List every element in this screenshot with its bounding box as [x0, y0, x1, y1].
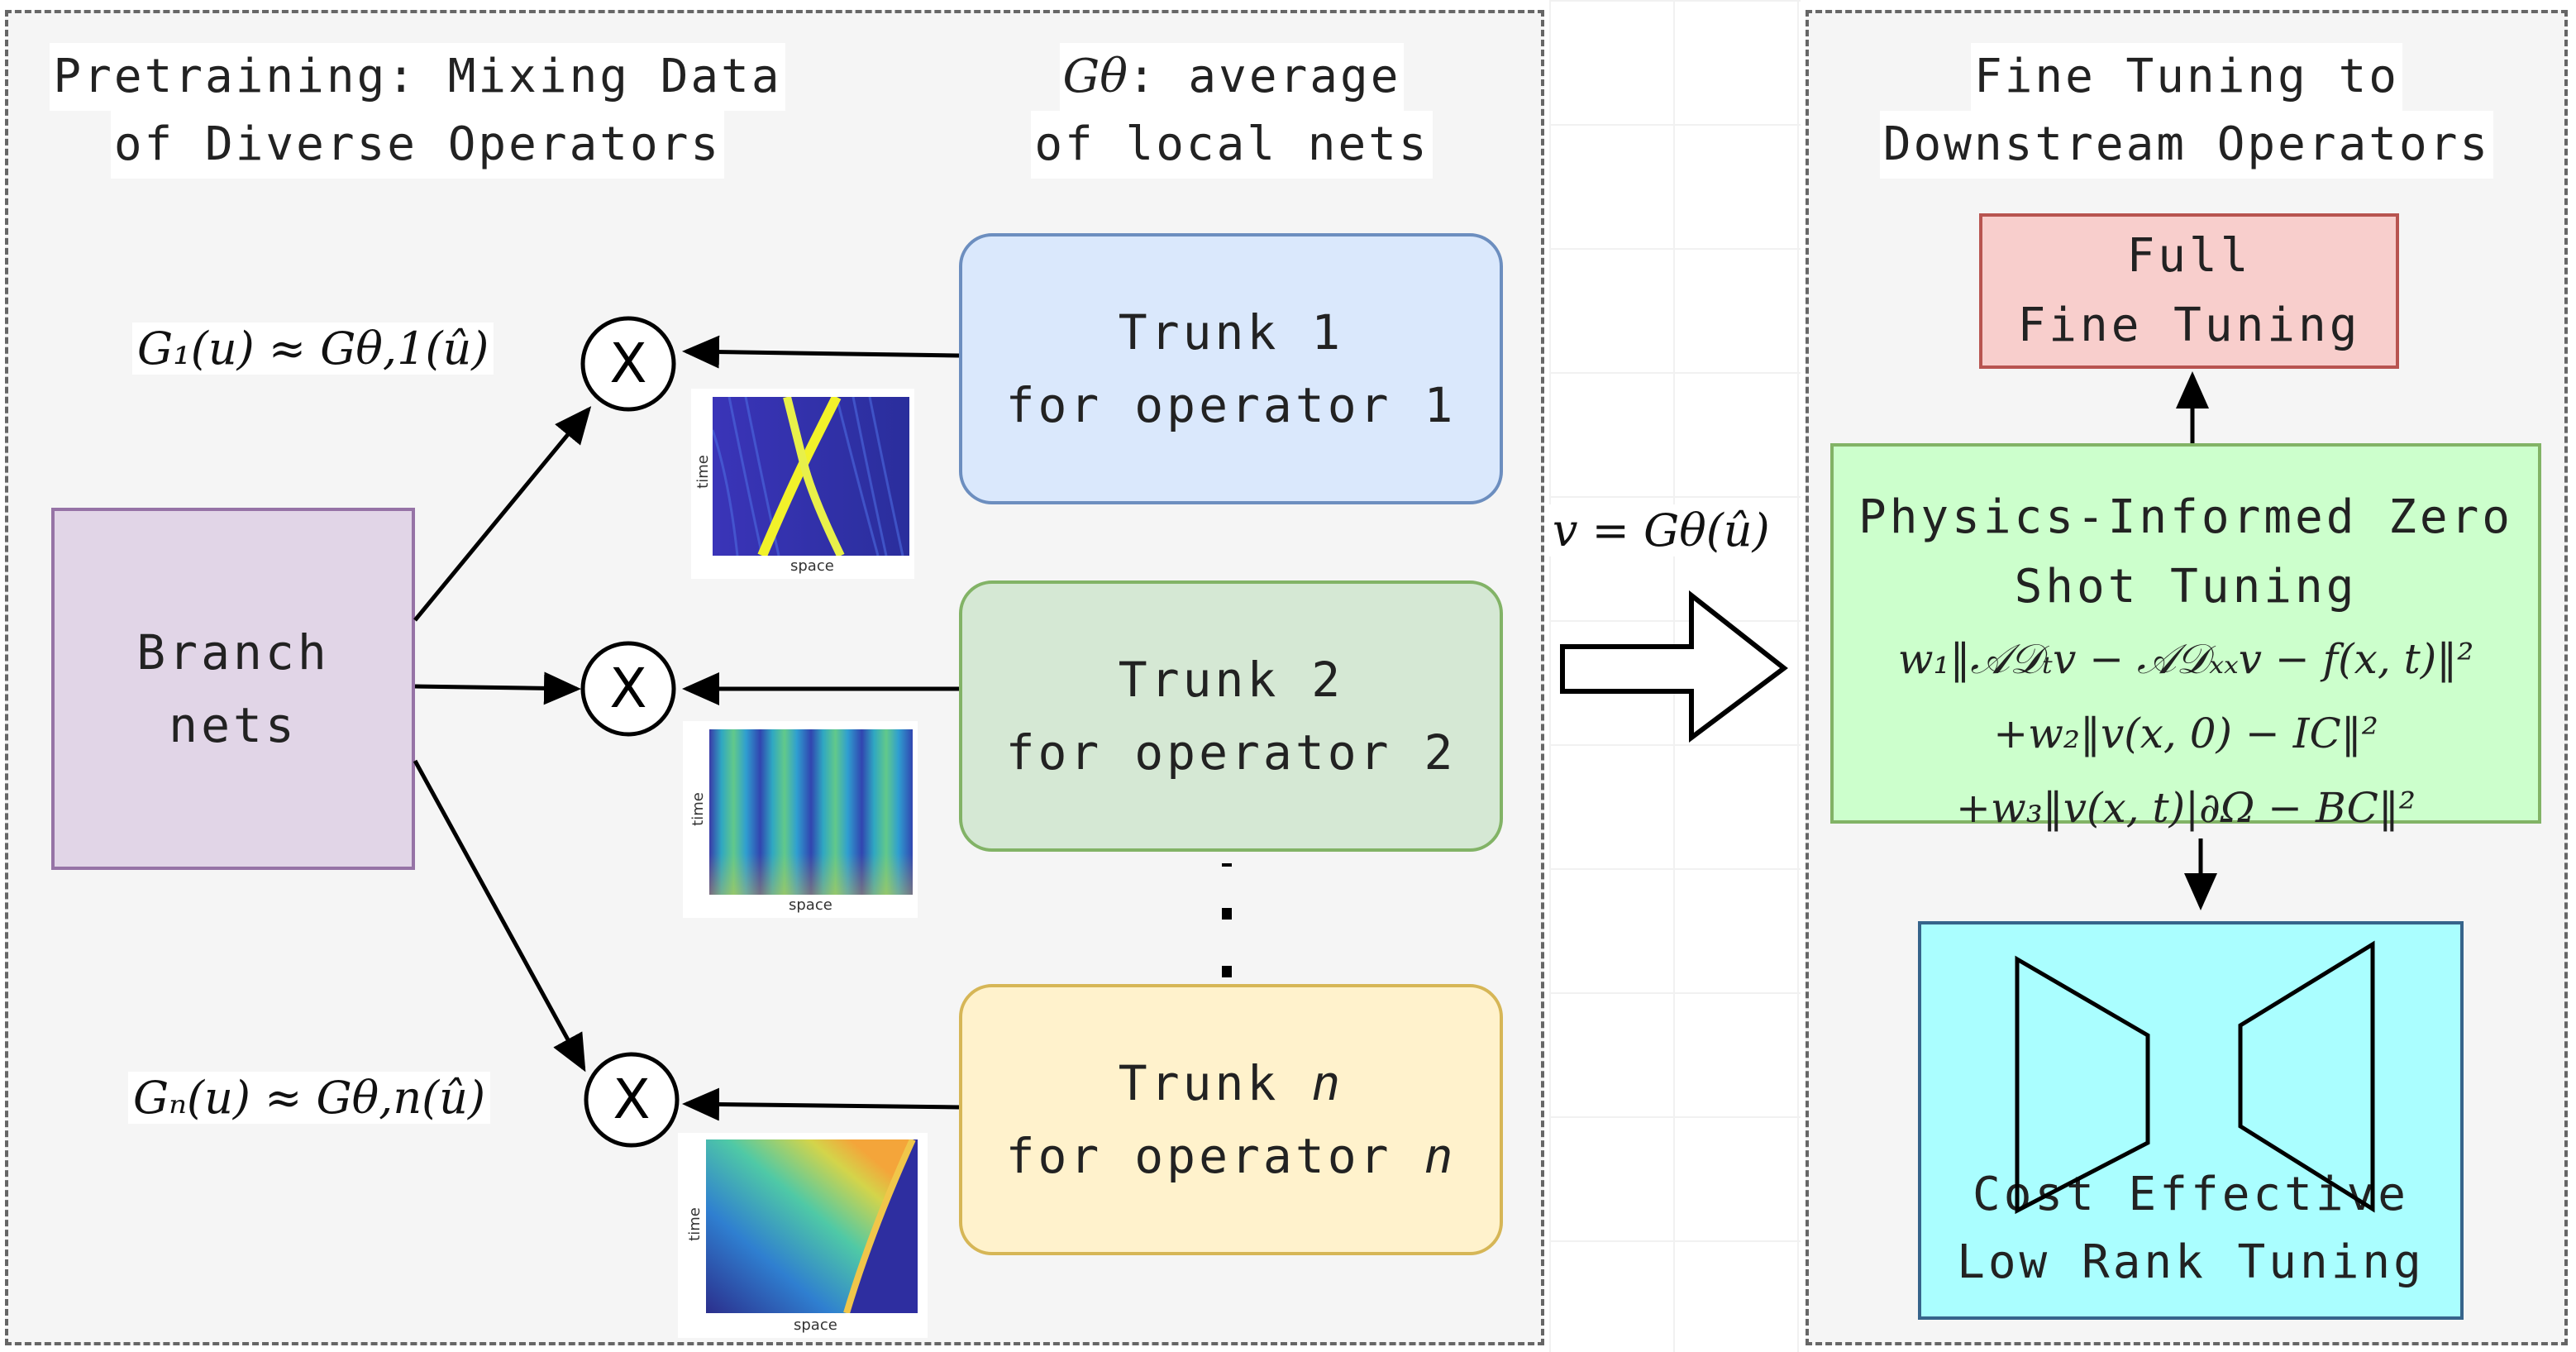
big-transfer-arrow — [1560, 590, 1788, 743]
fine-tuning-title-line1: Fine Tuning to — [1970, 43, 2402, 111]
multiply-node-1: X — [580, 316, 676, 412]
multiply-node-2: X — [580, 641, 676, 737]
trunk-n-line1-prefix: Trunk — [1118, 1055, 1312, 1111]
heatmap-1-xlabel: space — [790, 557, 834, 575]
trunk-1-line1: Trunk 1 — [1118, 304, 1344, 361]
lowrank-line2: Low Rank Tuning — [1957, 1235, 2425, 1289]
pi-line2: Shot Tuning — [2014, 560, 2358, 614]
heatmap-2-xlabel: space — [789, 896, 832, 914]
g-theta-line1: Gθ: average — [1059, 43, 1405, 111]
full-ft-line2: Fine Tuning — [2017, 299, 2361, 352]
heatmap-1: time space — [691, 389, 914, 579]
full-ft-line1: Full — [2126, 229, 2252, 283]
arrow-branch-to-mult2 — [414, 671, 581, 705]
decoder-trapezoid — [2238, 940, 2375, 1213]
trunk-n-box: Trunk n for operator n — [959, 984, 1503, 1255]
g-theta-title: Gθ: average of local nets — [992, 43, 1472, 179]
arrow-branch-to-mult1 — [413, 406, 592, 622]
encoder-trapezoid — [2015, 955, 2150, 1215]
heatmap-1-plot — [713, 397, 909, 556]
multiply-node-n-symbol: X — [613, 1068, 650, 1131]
heatmap-3: time space — [678, 1133, 928, 1338]
trunk-1-line2: for operator 1 — [1005, 377, 1457, 433]
full-fine-tuning-box: Full Fine Tuning — [1979, 213, 2399, 369]
trunk-1-box: Trunk 1 for operator 1 — [959, 233, 1503, 504]
g-theta-suffix: : average — [1128, 50, 1401, 103]
pi-line1: Physics-Informed Zero — [1858, 490, 2513, 544]
pretraining-title-line1: Pretraining: Mixing Data — [50, 43, 785, 111]
fine-tuning-title-line2: Downstream Operators — [1879, 111, 2494, 179]
arrow-trunk1-to-mult1 — [682, 335, 960, 369]
g-theta-symbol: Gθ — [1062, 50, 1128, 103]
fine-tuning-title: Fine Tuning to Downstream Operators — [1819, 43, 2555, 179]
trunk-n-line1-var: n — [1311, 1055, 1344, 1111]
heatmap-2: time space — [683, 721, 918, 918]
pretraining-title: Pretraining: Mixing Data of Diverse Oper… — [25, 43, 810, 179]
physics-informed-box: Physics-Informed Zero Shot Tuning w₁‖𝒜𝒟ₜ… — [1830, 443, 2541, 832]
trunk-2-box: Trunk 2 for operator 2 — [959, 580, 1503, 852]
branch-nets-box: Branch nets — [51, 508, 415, 870]
multiply-node-n: X — [584, 1052, 680, 1148]
branch-line1: Branch — [136, 624, 330, 681]
heatmap-3-xlabel: space — [794, 1316, 837, 1334]
trunk-n-line2-var: n — [1424, 1128, 1457, 1184]
arrow-trunkn-to-multn — [682, 1087, 960, 1121]
v-equation-label: v = Gθ(û) — [1548, 504, 1775, 557]
gn-approx-label: Gₙ(u) ≈ Gθ,n(û) — [128, 1072, 491, 1124]
trunk-2-line2: for operator 2 — [1005, 724, 1457, 781]
pi-equation-1: w₁‖𝒜𝒟ₜv − 𝒜𝒟ₓₓv − f(x, t)‖² — [1897, 635, 2474, 683]
arrow-branch-to-multn — [413, 759, 586, 1073]
trunk-n-line2: for operator n — [1006, 1120, 1457, 1192]
heatmap-2-plot — [709, 729, 913, 895]
pi-equation-2: +w₂‖v(x, 0) − IC‖² — [1993, 709, 2378, 757]
heatmap-3-plot — [706, 1139, 918, 1313]
ellipsis-dots — [1222, 863, 1232, 977]
trunk-n-line1: Trunk n — [1119, 1047, 1343, 1120]
multiply-node-1-symbol: X — [609, 332, 646, 395]
pretraining-title-line2: of Diverse Operators — [110, 111, 725, 179]
trunk-2-line1: Trunk 2 — [1118, 652, 1344, 708]
branch-line2: nets — [169, 697, 298, 753]
g-theta-line2: of local nets — [1031, 111, 1433, 179]
pi-equation-3: +w₃‖v(x, t)|∂Ω − BC‖² — [1956, 784, 2416, 832]
g1-approx-label: G₁(u) ≈ Gθ,1(û) — [132, 322, 494, 375]
trunk-n-line2-prefix: for operator — [1005, 1128, 1424, 1184]
multiply-node-2-symbol: X — [609, 657, 646, 720]
